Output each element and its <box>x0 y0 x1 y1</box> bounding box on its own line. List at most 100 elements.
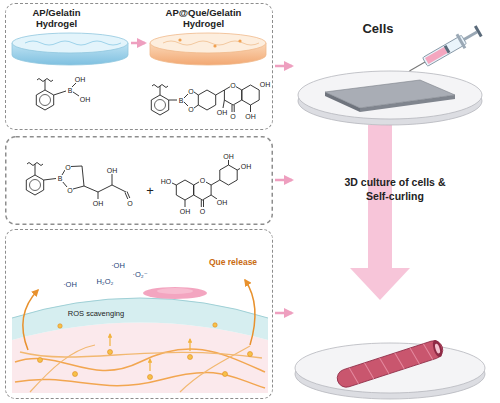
rolled-tube <box>380 357 389 375</box>
quercetin-dots <box>38 323 253 380</box>
atom-label: OH <box>223 153 235 160</box>
process-step-label: 3D culture of cells & Self-curling <box>336 176 455 203</box>
hydrogel-disk-orange <box>213 44 216 47</box>
boronate-sugar-structure <box>44 179 56 181</box>
quercetin-dots <box>58 324 62 328</box>
quercetin-dots <box>38 358 43 363</box>
petri-dish <box>298 71 482 119</box>
atom-label: O <box>230 113 236 120</box>
quercetin-structure <box>176 180 193 200</box>
boronate-quercetin-structure <box>169 100 177 101</box>
boronate-quercetin-structure <box>194 92 198 95</box>
boronate-quercetin-structure <box>198 90 215 110</box>
atom-label: OH <box>259 81 271 88</box>
quercetin-dots <box>223 372 228 377</box>
atom-label: O <box>67 187 73 194</box>
ros-species: ·O₂⁻ <box>132 271 148 279</box>
atom-label: OH <box>74 76 86 83</box>
hydrogel-disk-orange <box>150 33 266 53</box>
boronate-sugar-structure <box>73 186 84 189</box>
rolled-tube <box>431 339 444 359</box>
hydrogel-disk-blue <box>12 33 128 53</box>
quercetin-dots <box>248 352 253 357</box>
phenylboronic-structure <box>40 95 51 106</box>
flow-arrow <box>275 179 292 182</box>
boronate-quercetin-structure <box>151 95 168 115</box>
release-arrow <box>23 290 38 350</box>
release-arrow <box>245 280 255 345</box>
atom-label: O <box>188 88 194 95</box>
rolled-tube <box>335 338 445 389</box>
boronate-sugar-structure <box>127 192 130 199</box>
rolled-tube <box>410 347 419 365</box>
syringe <box>463 31 477 41</box>
petri-dish <box>325 80 455 108</box>
boronate-quercetin-structure <box>152 85 168 96</box>
atom-label: O <box>127 200 133 207</box>
atom-label: B <box>67 87 73 94</box>
quercetin-structure <box>201 200 202 207</box>
quercetin-structure <box>220 165 237 185</box>
hydrogel-disk-orange <box>150 33 266 65</box>
quercetin-dots <box>149 359 150 371</box>
ros-species: H₂O₂ <box>96 278 114 286</box>
rolled-tube <box>335 338 445 389</box>
quercetin-dots <box>188 355 193 360</box>
boronate-quercetin-structure <box>223 100 224 108</box>
quercetin-dots <box>213 323 217 327</box>
quercetin-structure <box>185 200 186 207</box>
quercetin-dots <box>189 339 190 351</box>
process-label: ROS scavenging <box>68 310 124 318</box>
phenylboronic-structure <box>36 90 53 110</box>
boronate-quercetin-structure <box>184 94 188 98</box>
atom-label: O <box>230 82 236 89</box>
boronate-sugar-structure <box>84 185 126 192</box>
atom-label: OH <box>216 109 228 116</box>
atom-label: OH <box>216 199 228 206</box>
boronate-quercetin-structure <box>242 85 259 105</box>
quercetin-dots <box>109 334 110 346</box>
syringe <box>444 45 451 53</box>
syringe <box>425 47 448 64</box>
hydrogel-disk-blue <box>12 33 128 65</box>
atom-label: O <box>188 106 194 113</box>
ros-species: ·OH <box>111 262 126 270</box>
boronate-sugar-structure <box>98 192 99 199</box>
hydrogel-slab <box>12 298 268 318</box>
dashed-panel: AP/Gelatin HydrogelAP@Que/Gelatin Hydrog… <box>5 3 273 130</box>
boronate-sugar-structure <box>26 163 130 200</box>
atom-label: OH <box>79 96 91 103</box>
boronate-quercetin-structure <box>151 85 259 116</box>
rolled-tube <box>423 342 432 360</box>
quercetin-dots <box>108 350 113 355</box>
phenylboronic-structure <box>37 79 53 91</box>
dashed-panel: Que releaseROS scavenging <box>5 229 273 399</box>
hydrogel-slab <box>30 345 95 392</box>
petri-dish <box>298 71 482 125</box>
rolled-tube <box>364 362 373 380</box>
boronate-quercetin-structure <box>250 105 251 112</box>
syringe <box>405 24 483 78</box>
quercetin-structure <box>211 180 220 185</box>
boronate-quercetin-structure <box>155 100 166 111</box>
panel-heading: AP@Que/Gelatin Hydrogel <box>156 7 251 30</box>
atom-label: O <box>199 208 205 215</box>
syringe <box>456 34 467 49</box>
flow-arrow <box>275 312 292 315</box>
flow-arrow <box>275 65 292 68</box>
quercetin-structure <box>228 160 229 165</box>
hydrogel-slab <box>157 288 193 294</box>
boronate-quercetin-structure <box>232 105 233 112</box>
quercetin-dots <box>148 375 153 380</box>
plus-sign: + <box>146 184 155 197</box>
process-arrow <box>350 125 410 300</box>
atom-label: B <box>57 175 63 182</box>
boronate-quercetin-structure <box>194 105 198 108</box>
figure-heading: Cells <box>362 22 394 35</box>
boronate-sugar-structure <box>27 163 43 176</box>
hydrogel-disk-orange <box>238 39 241 42</box>
boronate-sugar-structure <box>26 175 43 195</box>
hydrogel-slab <box>20 352 262 358</box>
